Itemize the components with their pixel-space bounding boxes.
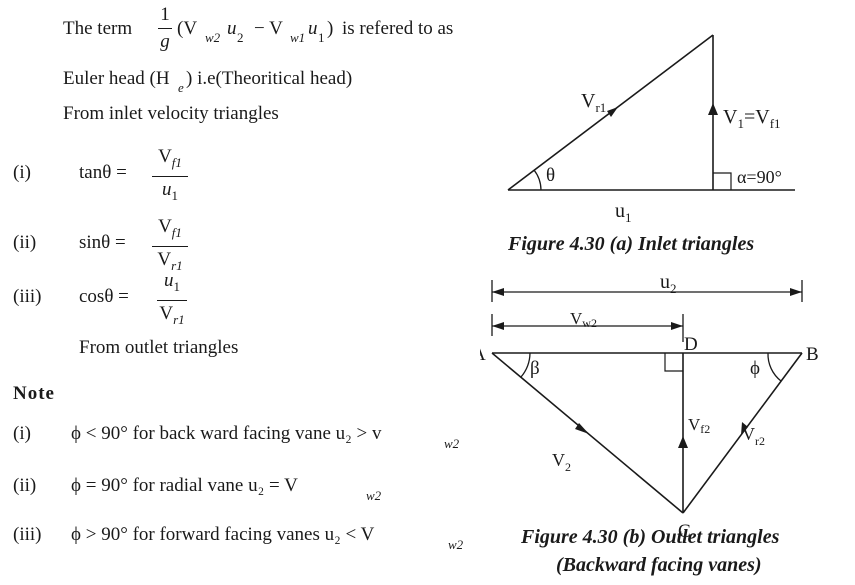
term-suffix: is refered to as: [342, 18, 454, 39]
note-label: (ii): [13, 475, 37, 496]
term-fraction-num: 1: [160, 4, 170, 25]
num-main: u: [164, 270, 174, 291]
num-sub: 1: [173, 278, 181, 294]
term-fraction-den: g: [160, 31, 170, 52]
outlet-heading: From outlet triangles: [79, 337, 239, 358]
v1-arrow: [708, 103, 718, 115]
equation-fn: sinθ =: [79, 232, 126, 253]
alpha-label: α=90°: [737, 167, 782, 187]
den-sub: r1: [171, 257, 183, 273]
note-sub: w2: [444, 436, 460, 451]
note-text: ϕ < 90° for back ward facing vane u₂ > v: [71, 423, 382, 444]
term-fraction: 1 g: [158, 4, 172, 53]
equation-label: (i): [13, 162, 31, 183]
vr1-label: Vr1: [581, 90, 606, 115]
inlet-triangle-figure: Vr1 V1=Vf1 θ α=90° u1: [507, 34, 795, 225]
figure-a-caption: Figure 4.30 (a) Inlet triangles: [508, 233, 755, 255]
term-prefix: The term: [63, 18, 133, 39]
figure-b-caption-line2: (Backward facing vanes): [556, 554, 762, 576]
point-d-label: D: [684, 334, 698, 355]
den-sub: r1: [173, 311, 185, 327]
fraction-bar: [158, 28, 172, 29]
inlet-heading: From inlet velocity triangles: [63, 103, 279, 124]
den-main: V: [157, 248, 172, 270]
equation-fraction: Vf1 Vr1: [152, 216, 188, 277]
point-b-label: B: [806, 344, 819, 365]
outlet-triangle-figure: u2 Vw2 A B C D β ϕ V2 Vf2 Vr2: [480, 271, 819, 540]
equation-fn: tanθ =: [79, 162, 127, 183]
num-sub: f1: [171, 224, 182, 240]
point-a-label: A: [480, 344, 486, 365]
den-main: u: [162, 178, 172, 200]
theta-arc: [533, 169, 542, 191]
term-expr-open: (V: [177, 18, 198, 39]
theta-label: θ: [546, 165, 555, 186]
note-text: ϕ = 90° for radial vane u₂ = V: [71, 475, 298, 496]
term-sub-w2: w2: [205, 30, 221, 45]
term-u1: u: [308, 18, 318, 39]
equation-fraction: u1 Vr1: [157, 270, 187, 331]
vf2-label: Vf2: [688, 415, 710, 436]
note-text: ϕ > 90° for forward facing vanes u₂ < V: [71, 524, 375, 545]
u2-label: u2: [660, 271, 677, 296]
note-label: (iii): [13, 524, 42, 545]
euler-rest: ) i.e(Theoritical head): [186, 68, 353, 89]
note-sub: w2: [366, 488, 382, 503]
term-u2: u: [227, 18, 237, 39]
vr2-arrow: [741, 422, 748, 435]
vr1-arrow: [607, 107, 618, 117]
note-sub: w2: [448, 537, 464, 552]
num-main: V: [158, 216, 172, 237]
equation-fn: cosθ =: [79, 286, 129, 307]
equation-label: (ii): [13, 232, 37, 253]
note-title: Note: [13, 383, 55, 404]
v2-arrow: [575, 423, 589, 434]
phi-arc: [767, 352, 782, 382]
vw2-label: Vw2: [570, 309, 597, 330]
beta-label: β: [530, 358, 540, 379]
v2-label: V2: [552, 450, 571, 474]
term-minus: − V: [254, 18, 283, 39]
figure-b-caption-line1: Figure 4.30 (b) Outlet triangles: [521, 526, 780, 548]
right-angle-mark: [713, 172, 732, 190]
num-sub: f1: [171, 154, 182, 170]
phi-label: ϕ: [750, 358, 760, 379]
vf2-arrow: [678, 436, 688, 448]
euler-text: Euler head (H: [63, 68, 170, 89]
vr2-label: Vr2: [742, 424, 765, 448]
u1-label: u1: [615, 200, 632, 225]
v1-label: V1=Vf1: [723, 106, 781, 131]
note-label: (i): [13, 423, 31, 444]
num-main: V: [158, 146, 172, 167]
den-main: V: [159, 302, 174, 324]
point-c-label: C: [678, 521, 691, 540]
right-angle-mark: [664, 353, 683, 372]
den-sub: 1: [171, 187, 179, 203]
beta-arc: [520, 352, 531, 378]
equation-label: (iii): [13, 286, 42, 307]
euler-sub: e: [178, 80, 184, 95]
term-sub-w1: w1: [290, 30, 306, 45]
equation-fraction: Vf1 u1: [152, 146, 188, 207]
